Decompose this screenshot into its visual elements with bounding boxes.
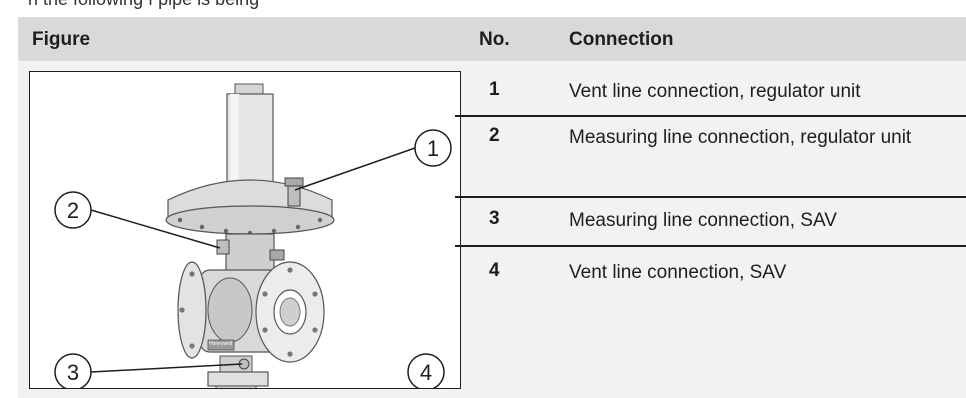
row-connection: Vent line connection, regulator unit — [569, 81, 861, 102]
row-separator — [455, 245, 966, 247]
row-connection: Measuring line connection, regulator uni… — [569, 127, 912, 148]
row-number: 2 — [489, 125, 500, 146]
callout-4: 4 — [419, 360, 433, 385]
callout-1: 1 — [426, 136, 440, 161]
regulator-illustration — [54, 83, 452, 388]
row-connection: Measuring line connection, SAV — [569, 210, 837, 231]
row-connection: Vent line connection, SAV — [569, 262, 787, 283]
row-number: 1 — [489, 79, 500, 100]
header-connection: Connection — [569, 29, 674, 50]
connections-table: Figure No. Connection — [18, 17, 966, 398]
regulator-figure: 1 2 3 4 Honeywell — [29, 71, 461, 389]
cut-off-caption: n the following f pipe is being — [28, 0, 259, 10]
header-figure: Figure — [32, 29, 91, 50]
nameplate-logo: Honeywell — [209, 341, 233, 347]
row-separator — [455, 196, 966, 198]
header-no: No. — [479, 29, 510, 50]
callout-2: 2 — [66, 198, 80, 223]
row-number: 3 — [489, 208, 500, 229]
table-body: 1 2 3 4 Honeywell 1 Vent line connection… — [18, 61, 966, 398]
callout-3: 3 — [66, 360, 80, 385]
row-number: 4 — [489, 260, 500, 281]
table-header: Figure No. Connection — [18, 17, 966, 61]
row-separator — [455, 115, 966, 117]
